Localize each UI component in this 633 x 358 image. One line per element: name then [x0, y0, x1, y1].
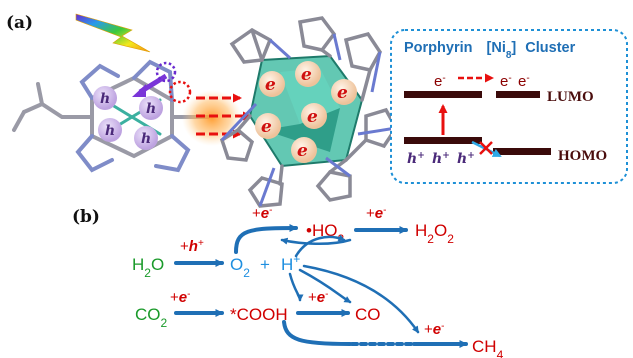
porphyrin-lumo-bar	[404, 91, 482, 98]
condition-electron: +e-	[170, 289, 190, 307]
electron-label: e	[337, 83, 348, 103]
cluster-lumo-bar	[496, 91, 540, 98]
arrow-proton-to-co	[298, 268, 352, 304]
plus-sign: +	[260, 255, 270, 274]
porphyrin-label: Porphyrin	[404, 40, 472, 56]
energy-glow	[182, 90, 242, 146]
hole-label: h	[105, 123, 115, 139]
arrow-ho2-to-proton	[280, 237, 352, 246]
inset-hole: h+	[457, 151, 475, 167]
electron-label: e	[265, 75, 276, 95]
cooh-intermediate-species: *COOH	[230, 305, 288, 324]
hole-label: h	[146, 101, 156, 117]
h2o-species: H2O	[132, 255, 164, 280]
cluster-word: Cluster	[525, 40, 575, 56]
reaction-arrows	[174, 224, 468, 348]
condition-electron: +e-	[424, 321, 444, 339]
inset-electron: e-	[500, 73, 512, 91]
arrow-proton-to-cooh	[288, 272, 304, 302]
excitation-arrowhead	[132, 84, 146, 97]
cluster-label-close: ]	[511, 40, 516, 56]
homo-label: HOMO	[558, 148, 607, 164]
electron-label: e	[307, 107, 318, 127]
ch4-species: CH4	[472, 337, 504, 358]
porphyrin-homo-bar	[404, 137, 482, 144]
inset-hole: h+	[407, 151, 425, 167]
condition-hole: +h+	[180, 238, 204, 256]
electron-label: e	[261, 117, 272, 137]
porphyrin-molecule	[12, 59, 210, 173]
o2-species: O2	[230, 255, 250, 280]
inset-title: Porphyrin [Ni8] Cluster	[404, 40, 576, 61]
arrow-proton-to-ho2	[294, 234, 346, 258]
electron-hole-dotted-circle	[155, 61, 177, 83]
porphyrin-holes: h h h h	[93, 86, 163, 150]
electron-dotted-circle	[168, 80, 192, 104]
panel-b-label: (b)	[72, 207, 100, 227]
inset-border	[390, 29, 628, 184]
cluster-homo-bar	[493, 148, 551, 155]
cluster-electrons: e e e e e e	[255, 61, 357, 163]
lumo-label: LUMO	[547, 89, 594, 105]
condition-electron: +e-	[366, 205, 386, 223]
cluster-label-ni: [Ni	[487, 40, 506, 56]
inset-cross-icon	[479, 141, 493, 155]
h2o2-species: H2O2	[415, 221, 454, 246]
condition-electron: +e-	[308, 289, 328, 307]
inset-electron: e-	[434, 73, 446, 91]
arrow-o2-to-ho2	[234, 224, 298, 254]
electron-label: e	[297, 141, 308, 161]
inset-hole: h+	[432, 151, 450, 167]
condition-electron: +e-	[252, 205, 272, 223]
arrow-proton-to-ch4	[302, 264, 420, 334]
electron-label: e	[301, 65, 312, 85]
hole-label: h	[141, 131, 151, 147]
co-species: CO	[355, 305, 381, 324]
cluster-label-sub: 8	[506, 50, 512, 61]
inset-electron: e-	[518, 73, 530, 91]
proton-species: H+	[281, 252, 300, 274]
charge-transfer-arrows	[196, 93, 252, 139]
light-bolt-icon	[75, 13, 151, 53]
arrow-cooh-to-ch4-start	[282, 320, 352, 346]
panel-a-label: (a)	[6, 13, 33, 33]
co2-species: CO2	[135, 305, 168, 330]
hole-label: h	[100, 91, 110, 107]
energy-level-inset: Porphyrin [Ni8] Cluster LUMO HOMO e- e- …	[390, 29, 628, 184]
